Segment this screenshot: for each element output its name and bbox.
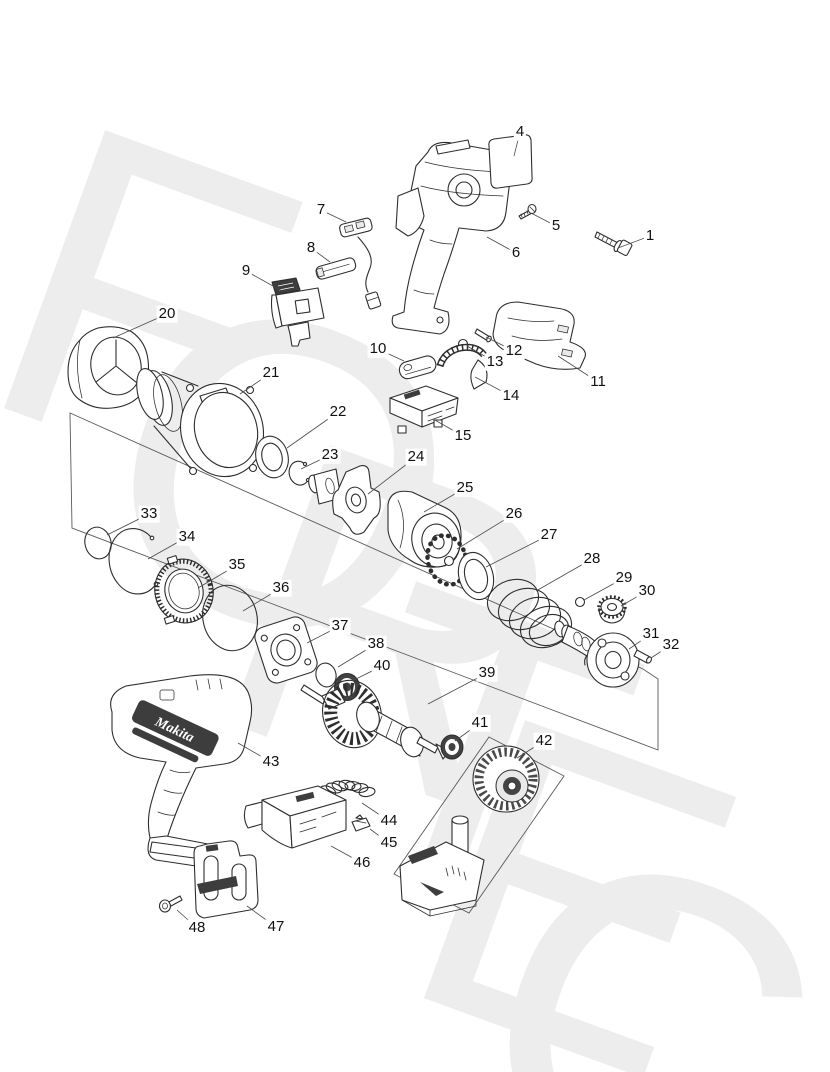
part-36-o-ring-drawing bbox=[202, 584, 258, 652]
part-34-ring-spring-drawing bbox=[108, 528, 159, 595]
leader-line-28 bbox=[535, 558, 593, 592]
part-42-sensor-board-drawing bbox=[399, 815, 485, 917]
part-4-name-plate-drawing bbox=[488, 134, 533, 189]
part-41-bearing-drawing bbox=[440, 734, 464, 760]
part-22-washer-drawing bbox=[255, 435, 289, 479]
part-5-screw-drawing bbox=[518, 203, 537, 220]
motor-assembly-outline bbox=[393, 736, 565, 914]
leader-line-6 bbox=[486, 236, 517, 254]
part-48-screw-drawing bbox=[158, 895, 183, 913]
leader-line-10 bbox=[377, 348, 405, 362]
part-27-washer-drawing bbox=[457, 551, 495, 601]
part-6-motor-housing-drawing bbox=[391, 139, 512, 335]
impact-assembly-outline bbox=[69, 412, 659, 751]
part-38-o-ring-drawing bbox=[315, 662, 337, 688]
part-7-switch-board-drawing bbox=[339, 217, 382, 310]
part-29-ball-drawing bbox=[574, 596, 586, 608]
part-33-ring-drawing bbox=[84, 526, 112, 560]
leader-line-8 bbox=[310, 247, 331, 263]
part-35-gear-ring-drawing bbox=[154, 555, 214, 625]
leader-line-39 bbox=[427, 672, 488, 705]
part-9-switch-drawing bbox=[270, 277, 325, 347]
leader-line-37 bbox=[306, 625, 341, 644]
leader-line-38 bbox=[337, 643, 377, 668]
part-8-cover-plate-drawing bbox=[315, 257, 357, 280]
leader-line-36 bbox=[242, 587, 282, 612]
part-37-bearing-retainer-drawing bbox=[254, 616, 318, 684]
leader-line-34 bbox=[147, 536, 188, 560]
leader-line-7 bbox=[320, 209, 347, 223]
part-45-connector-drawing bbox=[351, 814, 371, 832]
part-43-housing-set-drawing: Makita bbox=[110, 674, 253, 867]
part-39-armature-drawing bbox=[300, 679, 453, 760]
part-21-hammer-case-drawing bbox=[136, 368, 265, 478]
leader-line-14 bbox=[474, 376, 512, 397]
part-30-gear-drawing bbox=[597, 595, 627, 624]
part-10-button-drawing bbox=[398, 355, 437, 380]
leader-line-27 bbox=[485, 534, 550, 568]
part-46-terminal-housing-drawing bbox=[243, 785, 347, 849]
part-28-spring-drawing bbox=[486, 578, 573, 649]
part-11-rear-cover-drawing bbox=[492, 301, 586, 370]
leader-line-48 bbox=[176, 909, 198, 929]
leader-line-20 bbox=[112, 313, 168, 339]
leader-line-32 bbox=[650, 644, 672, 659]
leader-line-41 bbox=[454, 722, 481, 742]
part-31-spindle-drawing bbox=[554, 620, 640, 688]
part-23-snap-ring-drawing bbox=[288, 460, 311, 486]
part-42-stator-drawing bbox=[472, 745, 540, 813]
part-32-pin-drawing bbox=[633, 649, 653, 664]
part-24-anvil-drawing bbox=[308, 465, 381, 535]
part-12-pin-drawing bbox=[474, 328, 492, 343]
leader-line-43 bbox=[237, 742, 272, 763]
leader-line-30 bbox=[620, 590, 648, 607]
leader-line-26 bbox=[456, 513, 515, 550]
leader-line-40 bbox=[351, 665, 383, 682]
part-20-bumper-drawing bbox=[67, 326, 150, 409]
part-14-curved-spring-drawing bbox=[436, 343, 488, 390]
leader-line-33 bbox=[106, 513, 150, 536]
leader-line-24 bbox=[367, 456, 417, 495]
leader-line-5 bbox=[530, 212, 557, 227]
leader-line-22 bbox=[286, 411, 339, 449]
part-15-controller-drawing bbox=[389, 385, 459, 434]
leader-line-47 bbox=[246, 905, 277, 928]
leader-line-21 bbox=[239, 372, 272, 395]
part-47-hook-drawing bbox=[193, 840, 259, 919]
leader-line-46 bbox=[330, 845, 363, 864]
leader-line-45 bbox=[369, 828, 390, 844]
leader-line-29 bbox=[583, 577, 625, 601]
part-1-bolt-drawing bbox=[594, 231, 633, 256]
